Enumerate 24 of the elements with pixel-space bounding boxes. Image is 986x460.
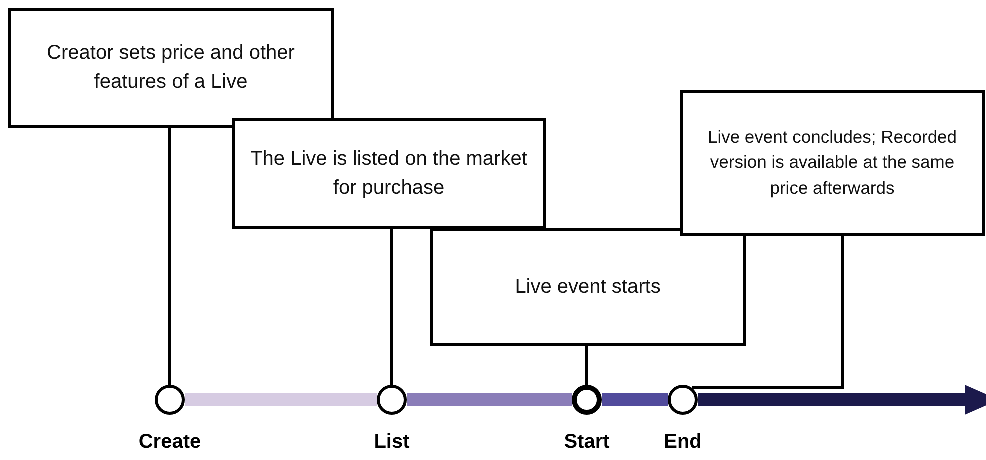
event-description: Live event concludes; Recorded version is available at the same price afterwards — [706, 126, 958, 200]
timeline-milestone — [155, 385, 185, 415]
timeline-arrow — [698, 385, 986, 415]
milestone-label: List — [374, 431, 410, 454]
event-description: Live event starts — [515, 274, 661, 300]
timeline-segment — [407, 394, 572, 406]
milestone-label: Start — [564, 431, 610, 454]
timeline-milestone — [668, 385, 698, 415]
event-box — [430, 228, 746, 346]
timeline-segment — [185, 394, 377, 406]
event-box — [8, 8, 334, 128]
event-box — [232, 118, 546, 229]
timeline-segment — [602, 394, 668, 406]
leader-line — [586, 346, 588, 385]
event-description: Creator sets price and other features of a Live — [46, 41, 296, 95]
leader-line — [168, 128, 172, 385]
milestone-label: Create — [138, 431, 202, 454]
leader-line — [692, 236, 844, 390]
leader-line — [390, 229, 394, 385]
timeline-milestone — [572, 385, 602, 415]
event-box — [680, 90, 985, 236]
event-description: The Live is listed on the market for purchase — [250, 146, 528, 200]
timeline-milestone — [377, 385, 407, 415]
milestone-label: End — [664, 431, 702, 454]
